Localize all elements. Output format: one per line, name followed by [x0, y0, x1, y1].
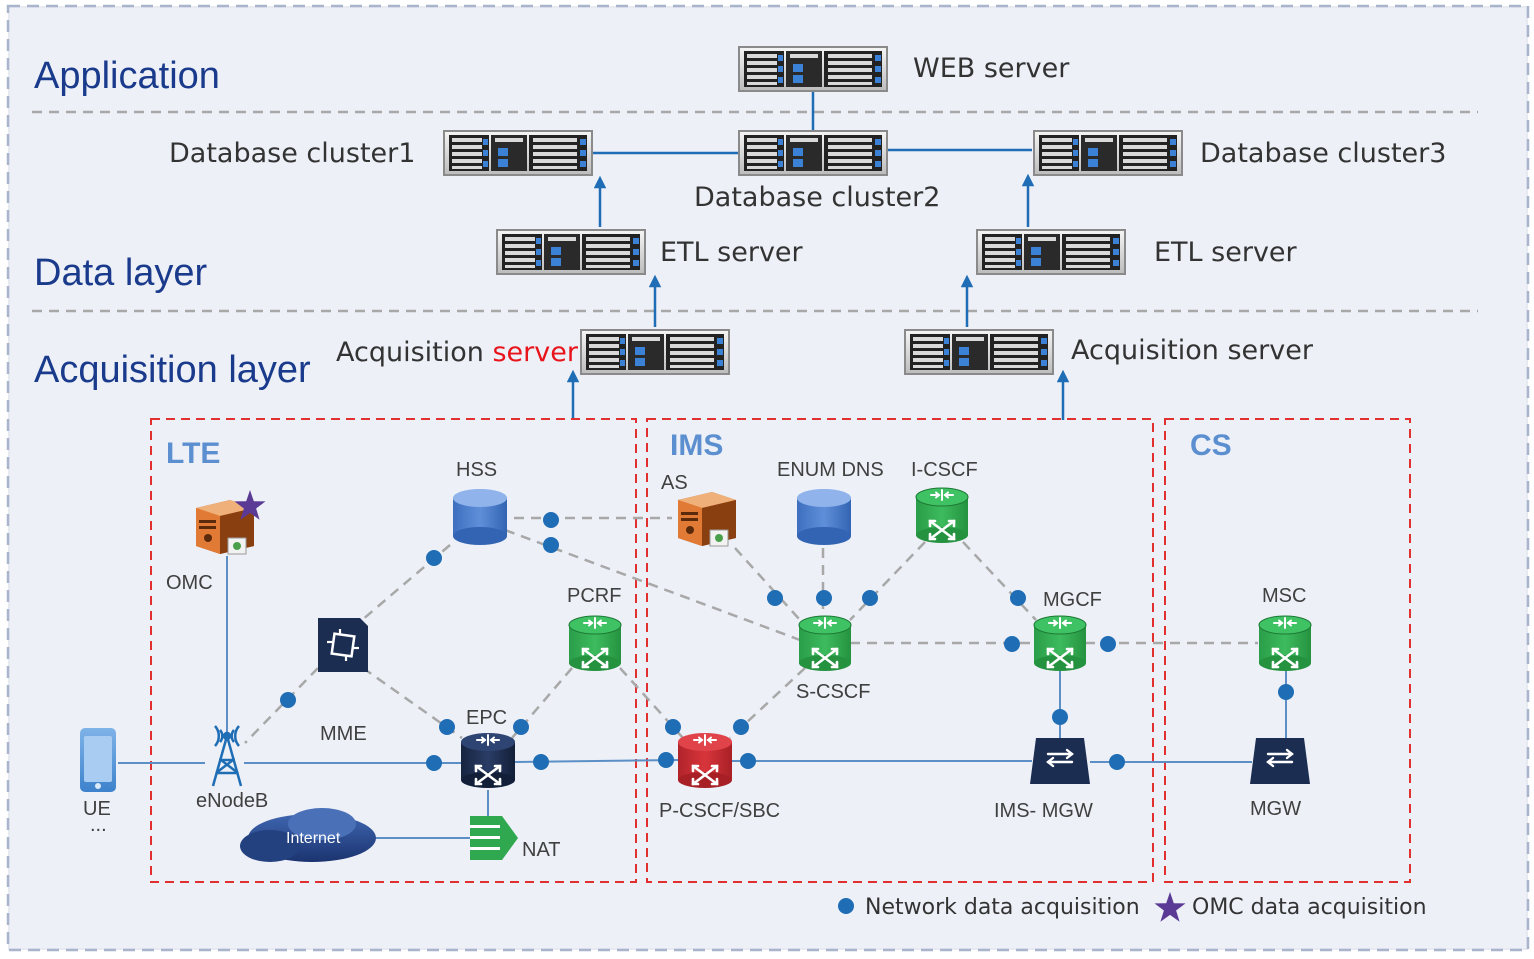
acquisition-server-left-label: Acquisition server [336, 337, 579, 368]
acquisition-points [280, 512, 1294, 771]
ue-sub-label: ... [90, 814, 107, 836]
pcrf-label: PCRF [567, 585, 621, 607]
omc-star-icon [234, 490, 266, 520]
icscf-icon [915, 487, 969, 543]
acquisition-server-left-icon [580, 329, 730, 375]
nat-label: NAT [522, 839, 561, 861]
mme-label: MME [320, 723, 367, 745]
etl-server-right-label: ETL server [1154, 237, 1298, 268]
legend-network-dot-icon [838, 898, 854, 914]
layer-title-application: Application [34, 55, 220, 97]
hss-icon [453, 489, 507, 545]
msc-icon [1258, 615, 1312, 671]
etl-server-left-icon [496, 229, 646, 275]
db-cluster1-label: Database cluster1 [169, 138, 415, 169]
mgcf-icon [1033, 615, 1087, 671]
layer-title-data: Data layer [34, 252, 208, 294]
as-server-icon [678, 492, 736, 547]
epc-icon [461, 733, 515, 788]
db-cluster2-icon [738, 130, 888, 176]
db-cluster3-label: Database cluster3 [1200, 138, 1446, 169]
ims-domain-label: IMS [670, 429, 723, 462]
etl-server-right-icon [976, 229, 1126, 275]
nat-icon [470, 816, 518, 860]
internet-label: Internet [286, 830, 341, 847]
mgw-icon [1250, 738, 1310, 784]
hss-label: HSS [456, 459, 497, 481]
msc-label: MSC [1262, 585, 1306, 607]
acquisition-server-right-icon [904, 329, 1054, 375]
enum-dns-icon [797, 489, 851, 545]
etl-server-left-label: ETL server [660, 237, 804, 268]
ims-mgw-label: IMS- MGW [994, 800, 1093, 822]
omc-label: OMC [166, 572, 213, 594]
lte-domain-box [150, 418, 637, 883]
acquisition-server-right-label: Acquisition server [1071, 335, 1314, 366]
web-server-icon [738, 46, 888, 92]
ims-mgw-icon [1030, 738, 1090, 784]
internet-cloud-icon: Internet [240, 808, 376, 862]
pcrf-icon [568, 615, 622, 671]
mgw-label: MGW [1250, 798, 1301, 820]
legend: Network data acquisition OMC data acquis… [838, 892, 1427, 922]
ims-domain-box [646, 418, 1154, 883]
mgcf-label: MGCF [1043, 589, 1102, 611]
omc-server-icon [196, 500, 254, 555]
scscf-label: S-CSCF [796, 681, 870, 703]
as-label: AS [661, 472, 688, 494]
pcscf-icon [678, 733, 732, 788]
db-cluster2-label: Database cluster2 [694, 182, 940, 213]
web-server-label: WEB server [913, 53, 1070, 84]
lte-domain-label: LTE [166, 437, 220, 470]
enodeb-antenna-icon [211, 725, 243, 787]
scscf-icon [798, 615, 852, 671]
legend-network-label: Network data acquisition [865, 895, 1140, 920]
enodeb-label: eNodeB [196, 790, 268, 812]
cs-domain-label: CS [1190, 429, 1232, 462]
icscf-label: I-CSCF [911, 459, 978, 481]
ue-phone-icon [80, 728, 116, 792]
mme-icon [318, 618, 368, 672]
db-cluster3-icon [1033, 130, 1183, 176]
epc-label: EPC [466, 707, 507, 729]
pcscf-label: P-CSCF/SBC [659, 800, 780, 822]
ue-label: UE [83, 798, 111, 820]
enum-dns-label: ENUM DNS [777, 459, 884, 481]
cs-domain-box [1164, 418, 1411, 883]
layer-title-acquisition: Acquisition layer [34, 349, 311, 391]
legend-omc-star-icon [1154, 892, 1186, 922]
legend-omc-label: OMC data acquisition [1192, 895, 1427, 920]
db-cluster1-icon [443, 130, 593, 176]
